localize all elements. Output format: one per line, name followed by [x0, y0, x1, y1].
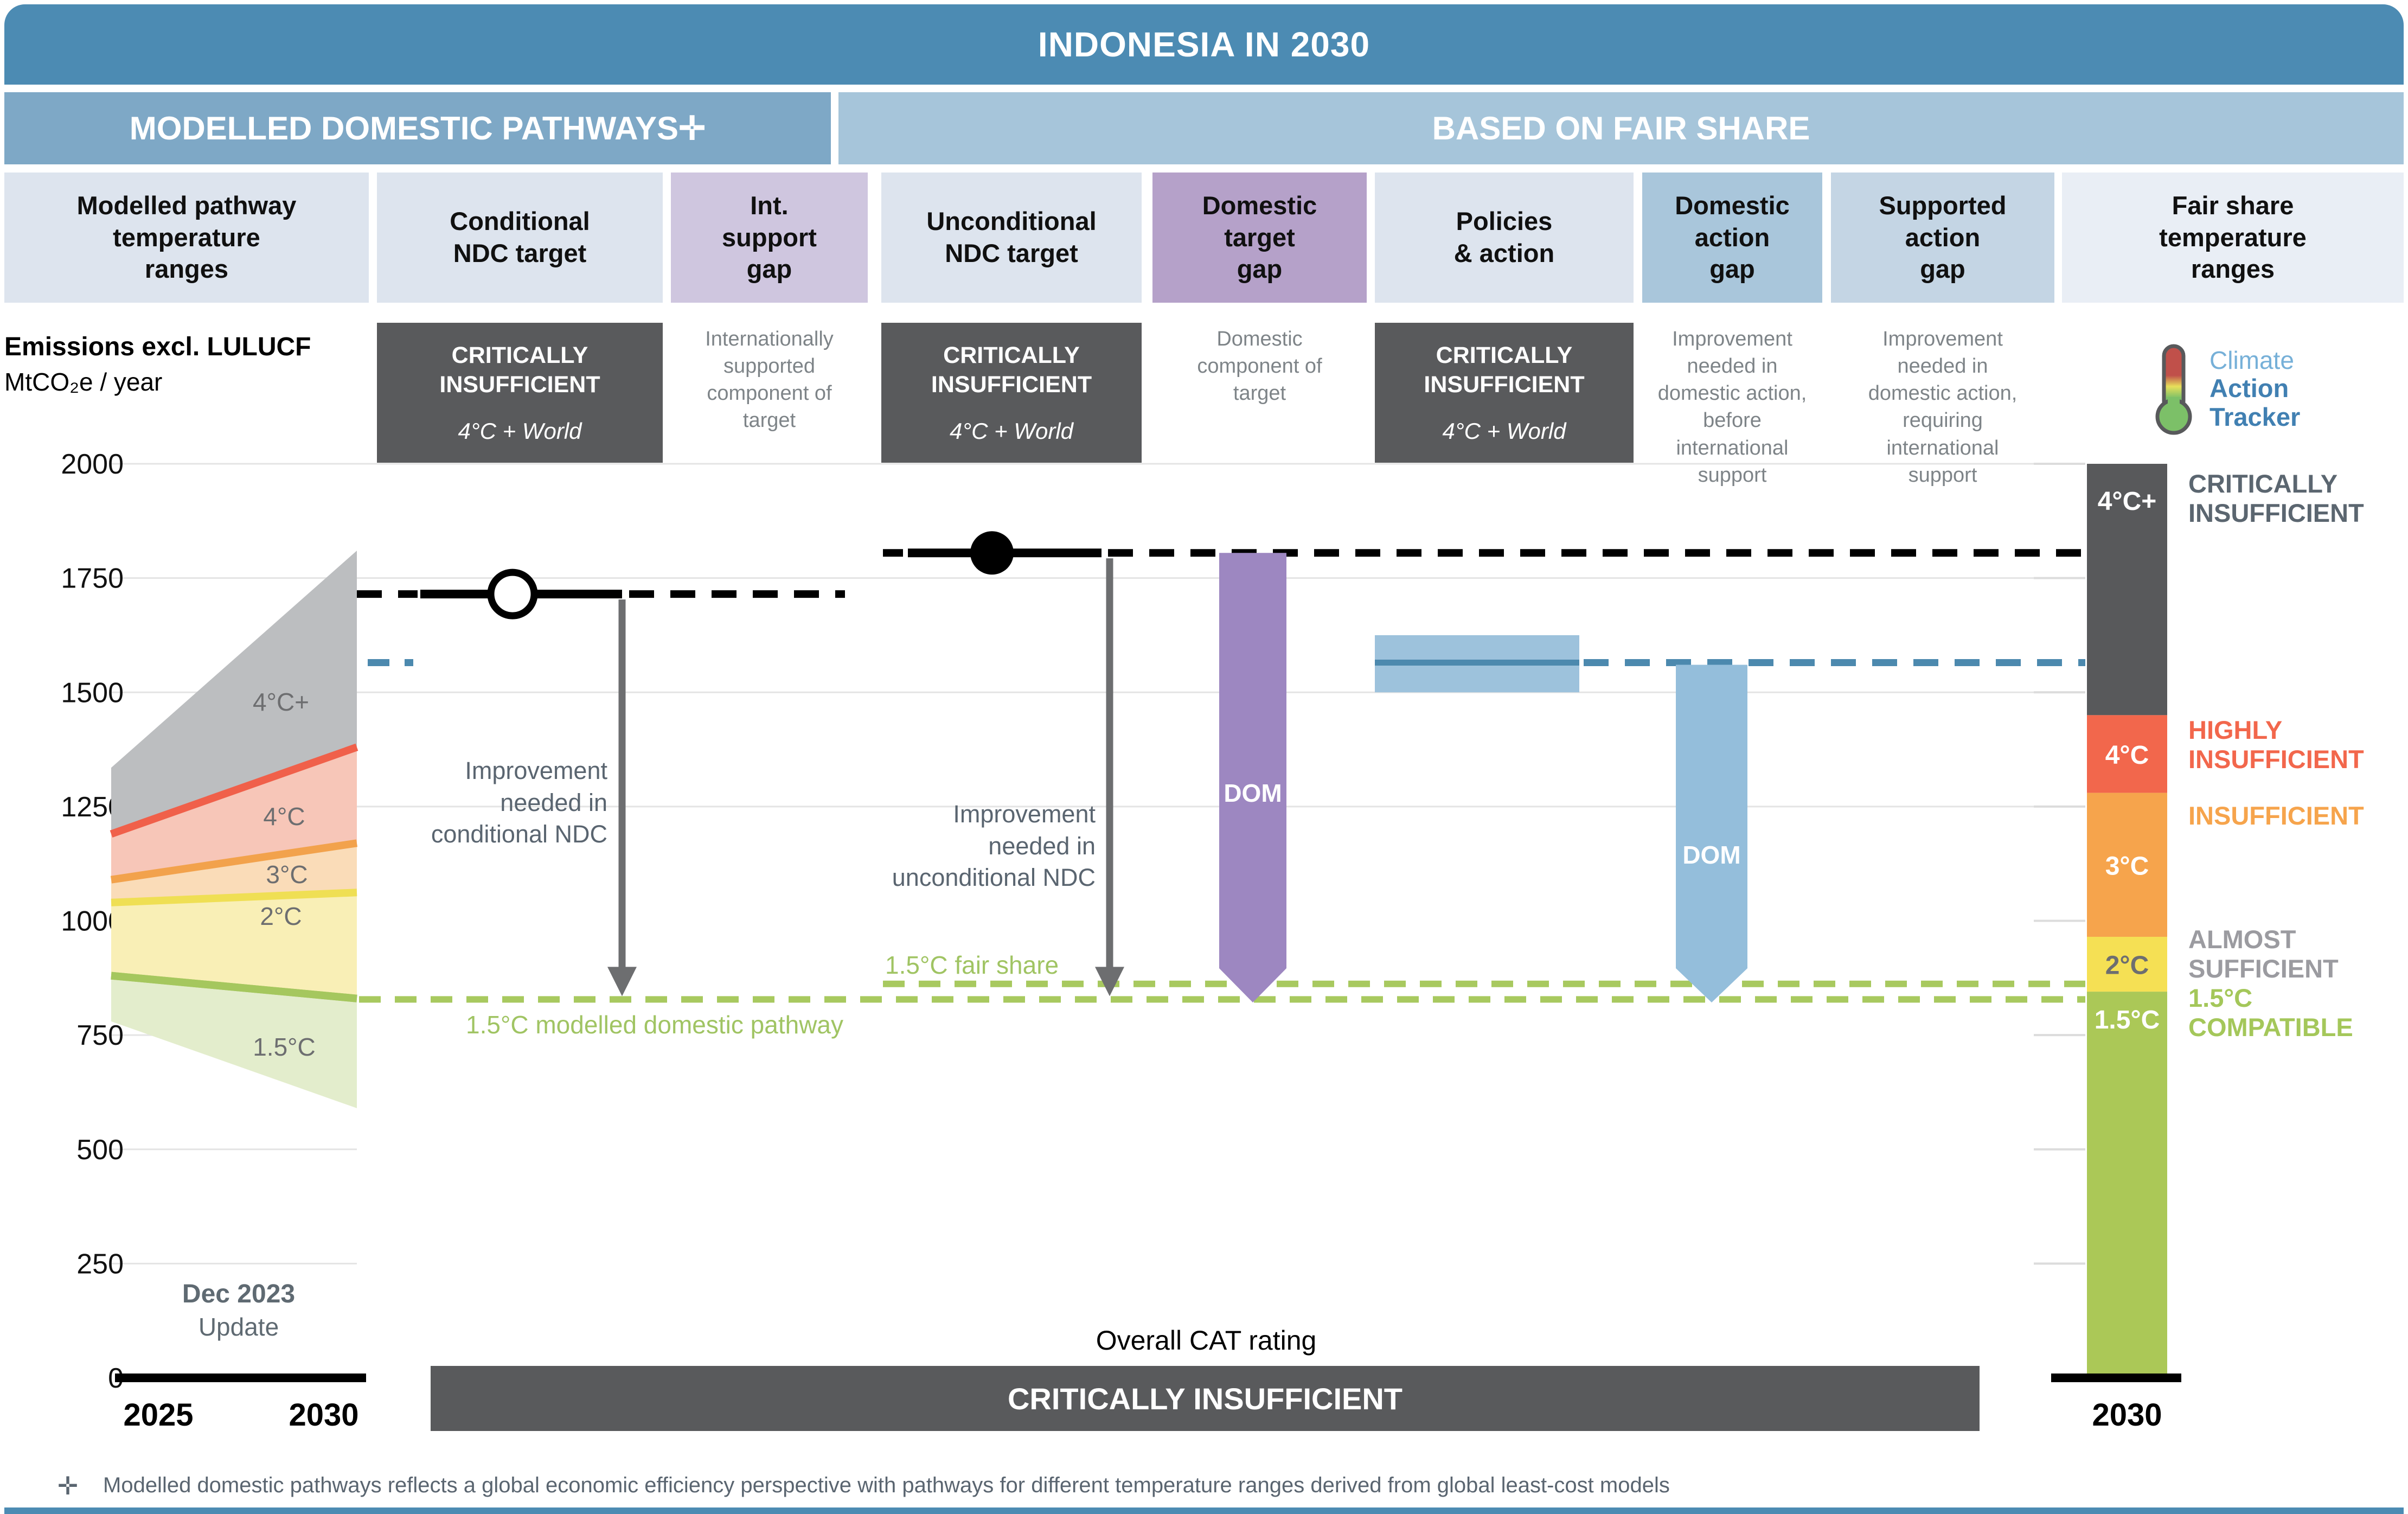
conditional-ndc-marker: [487, 568, 538, 619]
bar-segment-label: 4°C: [2105, 741, 2149, 770]
fan-band-2°C: [111, 892, 357, 999]
bar-segment-label: 3°C: [2105, 852, 2149, 880]
fan-boundary: [110, 743, 358, 838]
improvement-conditional-label: Improvement needed in conditional NDC: [431, 757, 607, 848]
fan-band-label: 4°C: [263, 802, 305, 831]
section-header-modelled-domestic: MODELLED DOMESTIC PATHWAYS✛: [4, 92, 831, 164]
footnote-symbol: ✛: [57, 1472, 79, 1500]
bar-segment-label: 4°C+: [2098, 487, 2157, 516]
note-int-support-gap: Internationally supported component of t…: [705, 328, 834, 432]
fair-share-bar-segment-1.5°C: [2087, 992, 2167, 1378]
footnote-text: Modelled domestic pathways reflects a gl…: [103, 1473, 1670, 1497]
column-header-fair-share-ranges: Fair share temperature ranges: [2062, 173, 2404, 303]
dom-label-purple: DOM: [1224, 779, 1282, 807]
y-axis-label: 1500: [61, 677, 124, 708]
unconditional-ndc-marker: [970, 531, 1014, 575]
page-title: INDONESIA IN 2030: [4, 4, 2404, 85]
fair-share-line-label: 1.5°C fair share: [885, 951, 1059, 979]
rating-label: COMPATIBLE: [2188, 1013, 2353, 1042]
bar-year-label: 2030: [2092, 1397, 2162, 1433]
fan-band-label: 1.5°C: [253, 1033, 316, 1061]
column-header-conditional-ndc: Conditional NDC target: [377, 173, 663, 303]
section-header-fair-share: BASED ON FAIR SHARE: [838, 92, 2404, 164]
column-header-domestic-action-gap: Domestic action gap: [1642, 173, 1822, 303]
rating-label: INSUFFICIENT: [2188, 801, 2364, 830]
fan-boundary: [110, 839, 358, 884]
note-domestic-action-gap: Improvement needed in domestic action, b…: [1657, 328, 1807, 487]
footer-strip: [4, 1507, 2404, 1514]
bar-segment-label: 2°C: [2105, 951, 2149, 980]
fair-share-bar-segment-4°C+: [2087, 464, 2167, 716]
update-note: Dec 2023 Update: [160, 1279, 317, 1341]
overall-cat-rating-badge: CRITICALLY INSUFFICIENT: [431, 1366, 1980, 1431]
rating-world-text: 4°C + World: [949, 418, 1074, 444]
dom-label-blue: DOM: [1682, 841, 1740, 869]
rating-world-text: 4°C + World: [1442, 418, 1566, 444]
rating-label: 1.5°C: [2188, 983, 2252, 1012]
rating-badge-unconditional-ndc: CRITICALLY INSUFFICIENT 4°C + World: [881, 323, 1142, 463]
y-axis-label: 500: [76, 1134, 124, 1166]
fan-band-label: 2°C: [260, 902, 302, 930]
rating-text: CRITICALLY INSUFFICIENT: [1424, 342, 1585, 398]
y-axis-label: 250: [76, 1248, 124, 1280]
logo-tracker: Tracker: [2210, 402, 2301, 431]
rating-label: ALMOST: [2188, 925, 2296, 954]
fan-band-label: 4°C+: [253, 688, 309, 716]
column-header-policies-action: Policies & action: [1375, 173, 1634, 303]
rating-label: CRITICALLY: [2188, 469, 2337, 498]
fan-band-3°C: [111, 843, 357, 903]
fair-share-bar-segment-2°C: [2087, 936, 2167, 992]
column-header-supported-action-gap: Supported action gap: [1831, 173, 2054, 303]
fair-share-bar-segment-4°C: [2087, 715, 2167, 793]
note-domestic-target-gap: Domestic component of target: [1197, 328, 1322, 405]
x-axis-year-2025: 2025: [123, 1397, 193, 1433]
column-header-domestic-target-gap: Domestic target gap: [1152, 173, 1367, 303]
bar-segment-label: 1.5°C: [2095, 1006, 2160, 1034]
y-axis-title-line2: MtCO₂e / year: [4, 368, 163, 396]
rating-label: HIGHLY: [2188, 716, 2282, 744]
rating-badge-conditional-ndc: CRITICALLY INSUFFICIENT 4°C + World: [377, 323, 663, 463]
logo-action: Action: [2210, 374, 2289, 403]
x-axis-year-2030: 2030: [289, 1397, 358, 1433]
rating-badge-policies-action: CRITICALLY INSUFFICIENT 4°C + World: [1375, 323, 1634, 463]
update-date: Dec 2023: [182, 1280, 296, 1308]
fan-boundary: [111, 889, 357, 906]
overall-cat-rating-label: Overall CAT rating: [1096, 1325, 1317, 1356]
domestic-target-gap-arrow: [1219, 553, 1286, 1002]
fan-band-1.5°C: [111, 975, 357, 1108]
rating-world-text: 4°C + World: [458, 418, 582, 444]
fan-band-4°C: [111, 747, 357, 880]
logo-climate: Climate: [2210, 346, 2294, 374]
column-header-unconditional-ndc: Unconditional NDC target: [881, 173, 1142, 303]
y-axis-label: 750: [76, 1020, 124, 1051]
update-word: Update: [198, 1313, 279, 1341]
column-header-modelled-pathway: Modelled pathway temperature ranges: [4, 173, 369, 303]
rating-text: CRITICALLY INSUFFICIENT: [439, 342, 600, 398]
note-supported-action-gap: Improvement needed in domestic action, r…: [1868, 328, 2018, 487]
domestic-action-gap-arrow: [1676, 665, 1747, 1002]
improvement-unconditional-label: Improvement needed in unconditional NDC: [892, 800, 1096, 891]
conditional-arrowhead: [607, 967, 637, 996]
y-axis-label: 1750: [61, 563, 124, 595]
rating-label: SUFFICIENT: [2188, 954, 2339, 983]
y-axis-title-line1: Emissions excl. LULUCF: [4, 333, 311, 361]
y-axis-label: 2000: [61, 449, 124, 480]
fan-band-label: 3°C: [266, 860, 308, 889]
thermometer-icon: [2155, 344, 2192, 435]
rating-label: INSUFFICIENT: [2188, 499, 2364, 527]
y-axis-title: Emissions excl. LULUCF MtCO₂e / year: [4, 332, 362, 397]
column-header-int-support-gap: Int. support gap: [671, 173, 868, 303]
fan-band-4°C+: [111, 551, 357, 834]
unconditional-arrowhead: [1095, 967, 1124, 996]
rating-label: INSUFFICIENT: [2188, 745, 2364, 774]
rating-text: CRITICALLY INSUFFICIENT: [931, 342, 1092, 398]
modelled-domestic-line-label: 1.5°C modelled domestic pathway: [466, 1011, 843, 1039]
fair-share-bar-segment-3°C: [2087, 793, 2167, 937]
climate-action-tracker-logo: Climate Action Tracker: [2147, 343, 2300, 435]
fan-boundary-15c: [111, 972, 357, 1002]
